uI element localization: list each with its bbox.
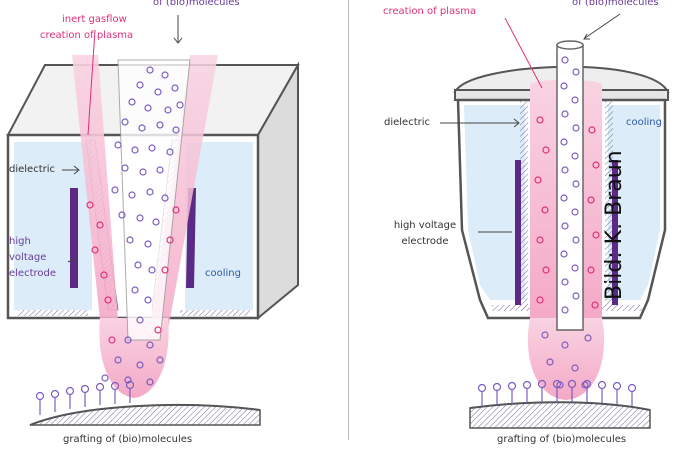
right-plasma-label: creation of plasma (383, 6, 477, 17)
left-label-arrows (62, 15, 183, 263)
left-gasflow-label: inert gasflow (62, 14, 127, 25)
right-device (453, 40, 670, 400)
right-electrode-2 (612, 160, 618, 305)
left-electrode-label-line1: high (9, 236, 31, 247)
left-grafted-molecules (35, 380, 135, 415)
left-electrode-label-line3: electrode (9, 268, 57, 279)
right-electrode-1 (515, 160, 521, 305)
left-plasma-label: creation of plasma (40, 30, 134, 41)
right-dielectric-label: dielectric (384, 117, 431, 128)
left-cooling-label: cooling (205, 268, 241, 279)
right-cooling-label: cooling (626, 117, 662, 128)
left-dielectric-label: dielectric (9, 164, 56, 175)
left-substrate (29, 404, 261, 426)
left-molecules (86, 66, 184, 386)
left-plasma-channel (72, 55, 118, 320)
right-grafting-label: grafting of (bio)molecules (497, 434, 627, 445)
right-electrode-label-line2: electrode (401, 236, 449, 247)
left-electrode-1 (70, 188, 78, 288)
right-electrode-label-line1: high voltage (393, 220, 457, 231)
panel-divider (348, 0, 349, 440)
left-electrode-label-line2: voltage (9, 252, 47, 263)
right-molecules-label: of (bio)molecules (572, 0, 659, 8)
image-credit: Bild: K. Braun (602, 150, 627, 300)
right-molecules (534, 56, 600, 389)
right-substrate (469, 401, 651, 429)
left-molecules-label: of (bio)molecules (153, 0, 240, 8)
right-grafted-molecules (477, 379, 637, 406)
right-label-arrows (440, 13, 621, 233)
right-capillary (556, 44, 584, 331)
left-device (6, 55, 300, 398)
left-grafting-label: grafting of (bio)molecules (63, 434, 193, 445)
